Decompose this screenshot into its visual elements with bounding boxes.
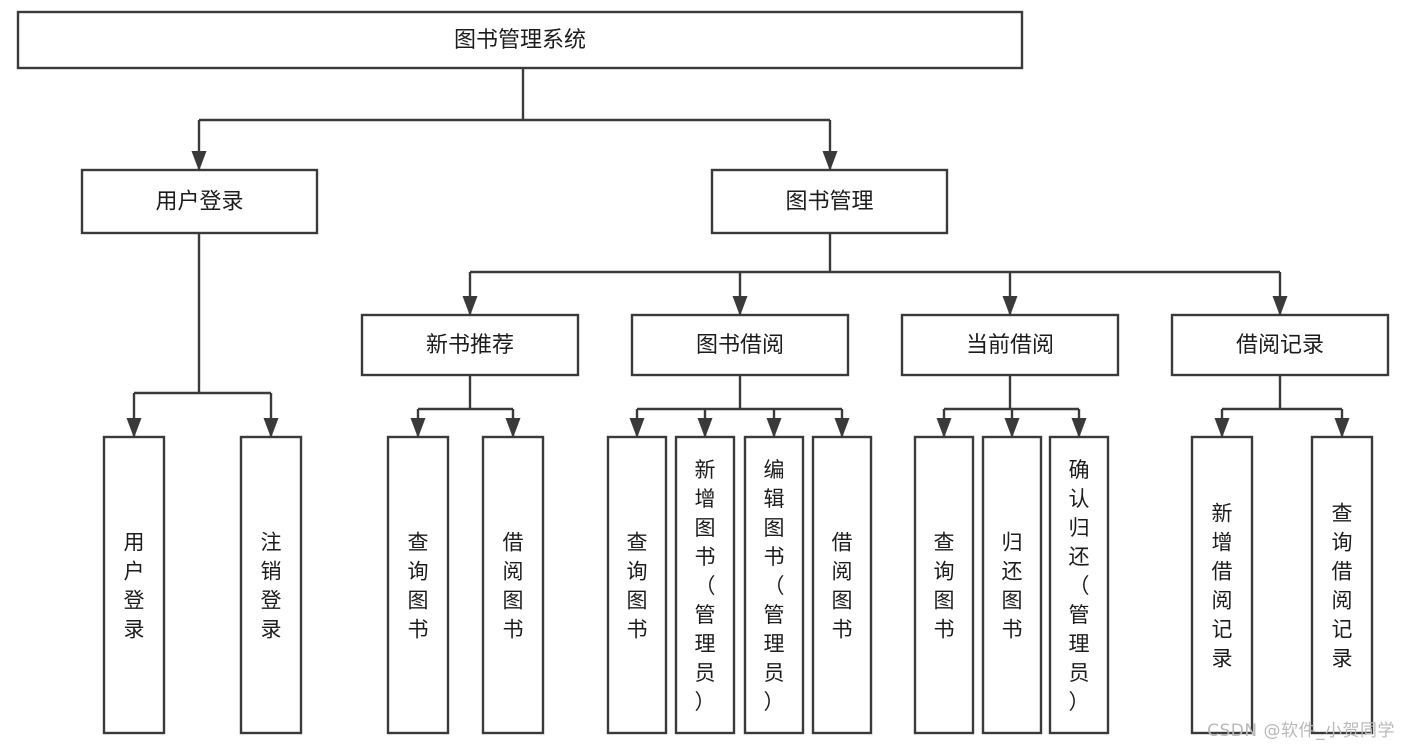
- arrow-head-icon: [505, 418, 521, 438]
- arrow-head-icon: [936, 418, 952, 438]
- node-label: 用户登录: [124, 531, 145, 642]
- node-label: 新增借阅记录: [1212, 502, 1233, 671]
- node-l4-return-book[interactable]: 归还图书: [981, 435, 1043, 735]
- node-label: 编辑图书（管理员）: [764, 458, 785, 714]
- node-label: 归还图书: [1002, 531, 1023, 642]
- node-box[interactable]: [1310, 435, 1374, 735]
- node-label: 查询图书: [934, 531, 955, 642]
- connector-group-root-to-level2: [191, 68, 838, 171]
- node-l3-current-loan[interactable]: 当前借阅: [900, 313, 1120, 377]
- node-l3-book-borrow[interactable]: 图书借阅: [630, 313, 850, 377]
- arrow-head-icon: [1004, 418, 1020, 438]
- connector-group-newbook-to-leaves: [410, 375, 521, 438]
- connector-group-bookborrow-to-leaves: [629, 375, 850, 438]
- node-l4-query-record[interactable]: 查询借阅记录: [1310, 435, 1374, 735]
- arrow-head-icon: [1334, 418, 1350, 438]
- arrow-head-icon: [697, 418, 713, 438]
- node-l2-user-login[interactable]: 用户登录: [80, 168, 319, 235]
- node-l4-query-book-c[interactable]: 查询图书: [913, 435, 975, 735]
- node-label: 图书借阅: [696, 333, 784, 358]
- node-box[interactable]: [80, 168, 319, 235]
- node-label: 查询图书: [408, 531, 429, 642]
- node-box[interactable]: [674, 435, 736, 735]
- node-l4-add-book[interactable]: 新增图书（管理员）: [674, 435, 736, 735]
- node-label: 新书推荐: [426, 333, 514, 358]
- node-box[interactable]: [1048, 435, 1110, 735]
- connector-group-currentloan-to-leaves: [936, 375, 1087, 438]
- node-l4-user-login[interactable]: 用户登录: [102, 435, 166, 735]
- node-l4-confirm-ret[interactable]: 确认归还（管理员）: [1048, 435, 1110, 735]
- node-box[interactable]: [360, 313, 580, 377]
- arrow-head-icon: [834, 418, 850, 438]
- node-l4-user-logout[interactable]: 注销登录: [239, 435, 303, 735]
- node-label: 借阅图书: [503, 531, 524, 642]
- node-box[interactable]: [811, 435, 873, 735]
- node-box[interactable]: [630, 313, 850, 377]
- node-box[interactable]: [481, 435, 545, 735]
- node-l2-book-mgmt[interactable]: 图书管理: [710, 168, 949, 235]
- node-box[interactable]: [386, 435, 450, 735]
- node-l3-new-book-rec[interactable]: 新书推荐: [360, 313, 580, 377]
- node-label: 图书管理系统: [454, 28, 586, 53]
- node-root[interactable]: 图书管理系统: [16, 10, 1024, 70]
- arrow-head-icon: [263, 418, 279, 438]
- arrow-head-icon: [1214, 418, 1230, 438]
- arrow-head-icon: [822, 151, 838, 171]
- node-label: 查询图书: [627, 531, 648, 642]
- node-l3-loan-record[interactable]: 借阅记录: [1170, 313, 1390, 377]
- node-box[interactable]: [1190, 435, 1254, 735]
- arrow-head-icon: [126, 418, 142, 438]
- node-box[interactable]: [606, 435, 668, 735]
- arrow-head-icon: [1002, 296, 1018, 316]
- node-l4-borrow-book-b[interactable]: 借阅图书: [811, 435, 873, 735]
- arrow-head-icon: [1272, 296, 1288, 316]
- node-box[interactable]: [1170, 313, 1390, 377]
- node-label: 当前借阅: [966, 333, 1054, 358]
- arrow-head-icon: [1071, 418, 1087, 438]
- node-l4-add-record[interactable]: 新增借阅记录: [1190, 435, 1254, 735]
- arrow-head-icon: [629, 418, 645, 438]
- node-box[interactable]: [239, 435, 303, 735]
- node-box[interactable]: [913, 435, 975, 735]
- node-label: 借阅记录: [1236, 333, 1324, 358]
- node-label: 借阅图书: [832, 531, 853, 642]
- connector-group-level2-user-to-leaves: [126, 233, 279, 438]
- nodes-layer: 图书管理系统用户登录图书管理新书推荐图书借阅当前借阅借阅记录用户登录注销登录查询…: [16, 10, 1390, 735]
- node-label: 查询借阅记录: [1332, 502, 1353, 671]
- node-box[interactable]: [900, 313, 1120, 377]
- node-l4-borrow-book-a[interactable]: 借阅图书: [481, 435, 545, 735]
- arrow-head-icon: [732, 296, 748, 316]
- node-box[interactable]: [743, 435, 805, 735]
- arrow-head-icon: [410, 418, 426, 438]
- node-box[interactable]: [710, 168, 949, 235]
- node-l4-edit-book[interactable]: 编辑图书（管理员）: [743, 435, 805, 735]
- node-l4-query-book-a[interactable]: 查询图书: [386, 435, 450, 735]
- node-label: 新增图书（管理员）: [695, 458, 716, 714]
- node-label: 用户登录: [155, 190, 243, 215]
- node-label: 注销登录: [261, 531, 282, 642]
- arrow-head-icon: [766, 418, 782, 438]
- node-box[interactable]: [16, 10, 1024, 70]
- watermark-label: CSDN @软件_小贺同学: [1207, 721, 1395, 741]
- node-l4-query-book-b[interactable]: 查询图书: [606, 435, 668, 735]
- connector-group-bookmgmt-to-level3: [462, 233, 1288, 316]
- arrow-head-icon: [191, 151, 207, 171]
- connectors-layer: [126, 68, 1350, 438]
- node-box[interactable]: [981, 435, 1043, 735]
- node-label: 图书管理: [785, 190, 873, 215]
- node-label: 确认归还（管理员）: [1069, 458, 1090, 714]
- connector-group-loanrecord-to-leaves: [1214, 375, 1350, 438]
- arrow-head-icon: [462, 296, 478, 316]
- node-box[interactable]: [102, 435, 166, 735]
